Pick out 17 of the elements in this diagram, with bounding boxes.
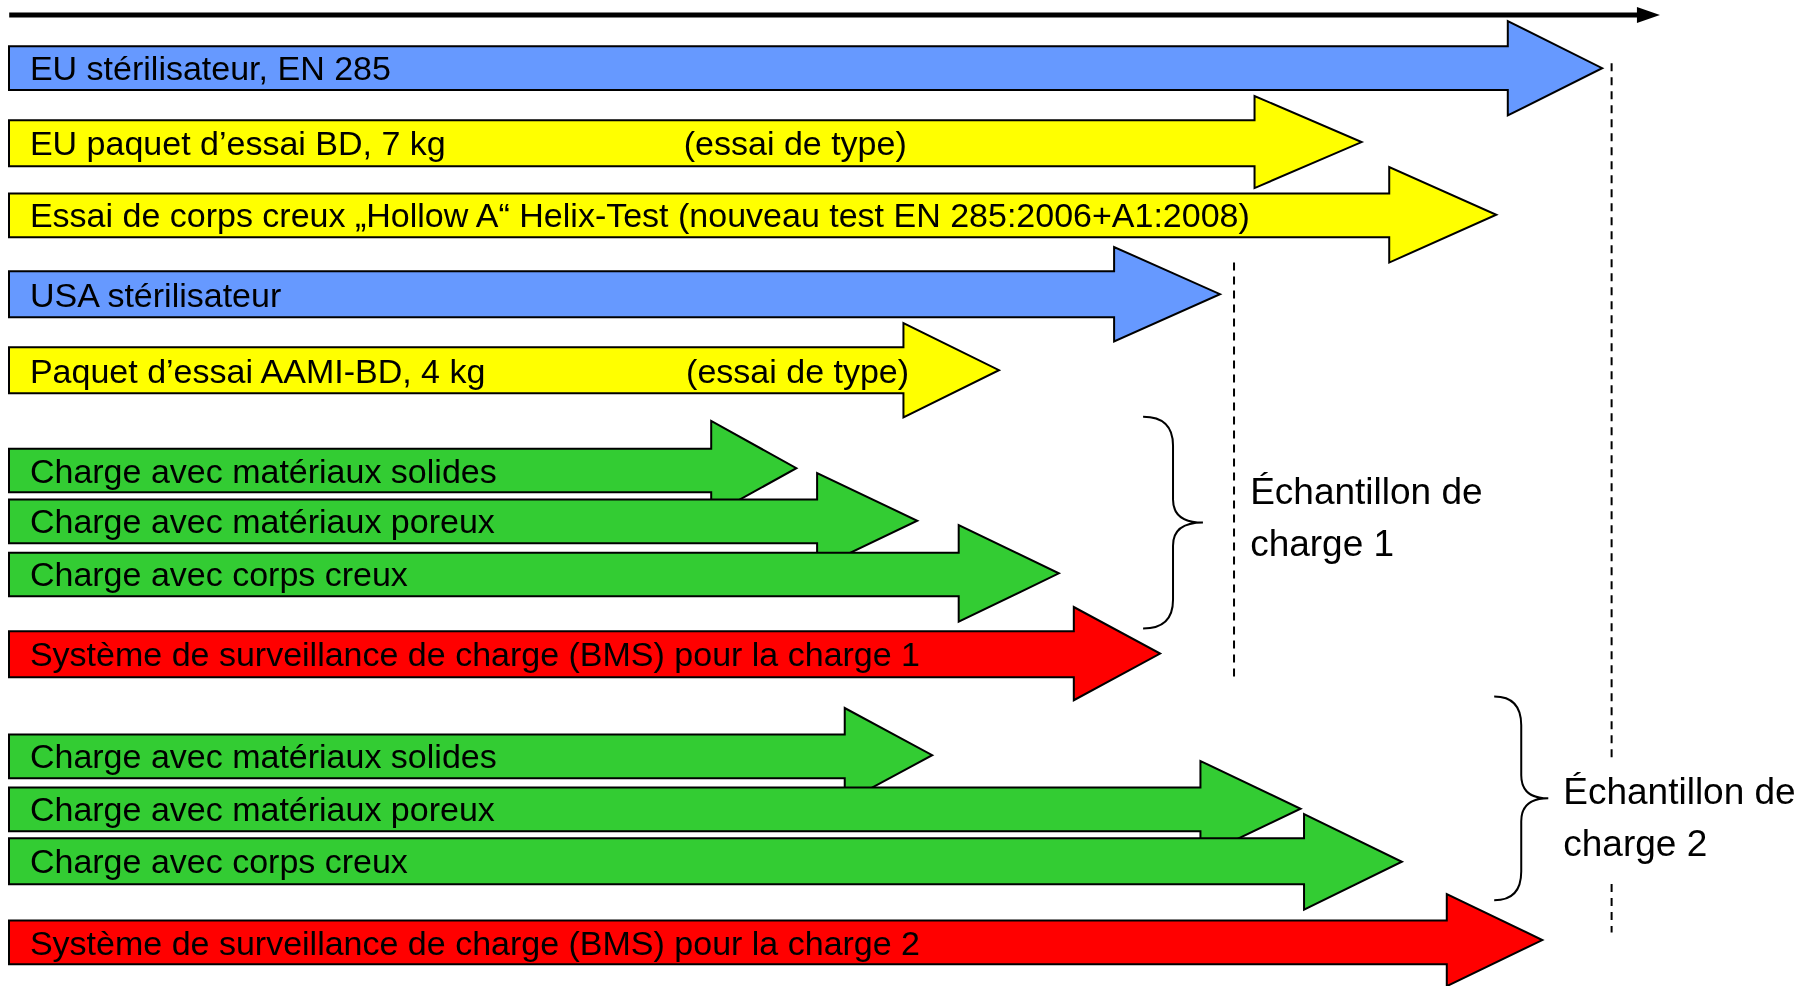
arrow-label: EU paquet d’essai BD, 7 kg [29, 122, 446, 163]
arrow-label: Essai de corps creux „Hollow A“ Helix-Test (nouveau test EN 285:2006+A1:2008) [29, 195, 1250, 236]
group-label: Échantillon de charge 2 [1563, 769, 1797, 866]
arrow-label: Charge avec matériaux poreux [29, 501, 495, 542]
arrow-label: Système de surveillance de charge (BMS) pour la charge 2 [29, 922, 921, 963]
arrow-label: Système de surveillance de charge (BMS) pour la charge 1 [29, 633, 921, 674]
arrow-label: Charge avec matériaux poreux [29, 789, 495, 830]
arrow-label: Charge avec matériaux solides [29, 450, 497, 491]
group-label: Échantillon de charge 1 [1250, 470, 1484, 567]
arrow-label: EU stérilisateur, EN 285 [29, 47, 391, 88]
arrow-label: Charge avec corps creux [29, 554, 408, 595]
arrow-label: (essai de type) [686, 350, 910, 391]
arrow-label: Charge avec corps creux [29, 841, 408, 882]
arrow-label: Charge avec matériaux solides [29, 736, 497, 777]
arrow-label: USA stérilisateur [29, 274, 282, 315]
arrow-label: Paquet d’essai AAMI-BD, 4 kg [29, 350, 486, 391]
arrow-label: (essai de type) [683, 122, 907, 163]
